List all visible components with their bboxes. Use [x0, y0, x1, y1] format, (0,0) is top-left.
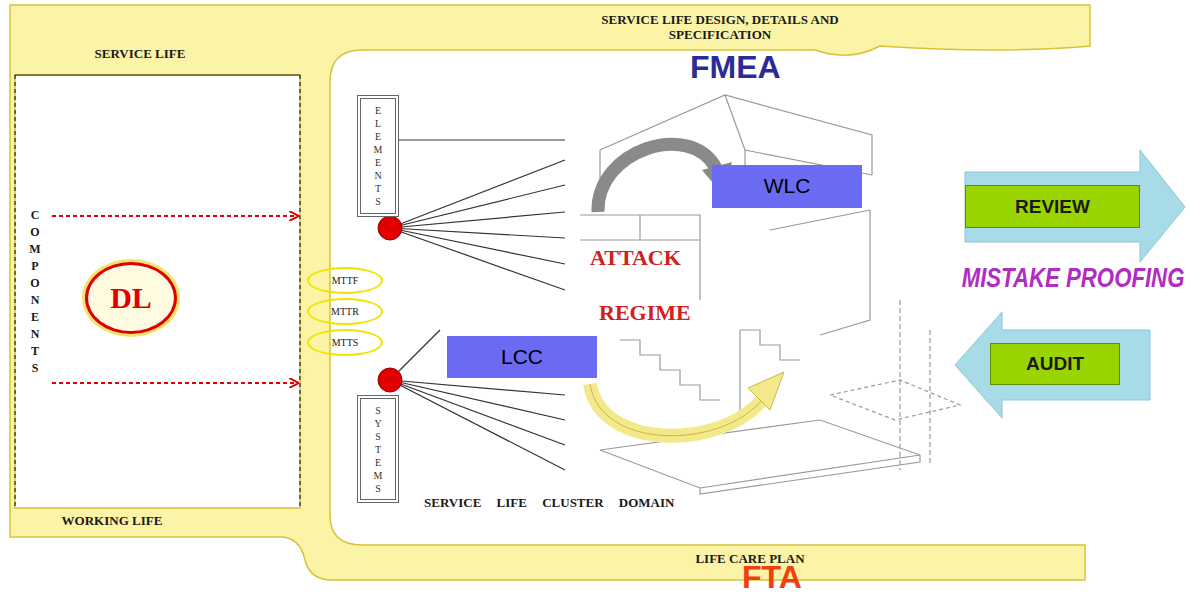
red-label: ATTACK — [588, 246, 683, 270]
node-text: MTTR — [331, 306, 359, 318]
node-text: WORKING LIFE — [62, 514, 163, 529]
dashed-border — [299, 75, 300, 508]
node-text: DL — [110, 281, 152, 316]
leader-line — [390, 380, 565, 445]
node-text: LCC — [501, 345, 543, 369]
node-text: SERVICE LIFE DESIGN, DETAILS AND SPECIFI… — [566, 13, 874, 43]
curved-arrow-edge — [590, 384, 762, 436]
band-label: SERVICE LIFE — [20, 38, 260, 70]
node-text: AUDIT — [1026, 353, 1084, 375]
dl-circle: DL — [85, 262, 177, 334]
leader-line — [390, 160, 565, 228]
leader-line — [398, 139, 565, 140]
dashed-border — [14, 75, 15, 508]
action-box: REVIEW — [965, 185, 1140, 228]
ellipse-tag: MTTR — [307, 298, 383, 325]
node-text: REVIEW — [1015, 196, 1090, 218]
curved-arrow — [590, 384, 762, 436]
junction-dot — [378, 216, 402, 240]
action-box: AUDIT — [990, 343, 1120, 385]
leader-lines — [390, 140, 565, 470]
method-title: FMEA — [690, 50, 781, 85]
domain-label: SERVICE LIFE CLUSTER DOMAIN — [422, 496, 676, 510]
process-box: WLC — [712, 165, 862, 208]
process-box: LCC — [447, 336, 597, 378]
frame-band — [10, 5, 1090, 580]
stairs — [620, 340, 720, 400]
junction-dot — [378, 368, 402, 392]
band-label: WORKING LIFE — [22, 509, 202, 533]
red-label: REGIME — [597, 301, 693, 325]
dashed-arrow — [52, 382, 298, 384]
node-text: MTTS — [332, 337, 359, 349]
leader-line — [390, 228, 565, 290]
title-banner: SERVICE LIFE DESIGN, DETAILS AND SPECIFI… — [566, 8, 874, 48]
dashed-outline — [900, 300, 930, 470]
mistake-proofing: MISTAKE PROOFING — [960, 264, 1186, 294]
method-title: FTA — [742, 560, 802, 595]
block-arrow — [955, 312, 1150, 418]
ellipse-tag: MTTF — [307, 267, 383, 294]
leader-line — [390, 380, 565, 395]
vertical-label: COMPONENTS — [29, 207, 41, 377]
vertical-box: ELEMENTS — [357, 95, 399, 217]
wall — [770, 210, 870, 335]
column-rule — [15, 75, 300, 76]
curved-arrow — [598, 144, 716, 212]
ellipse-tag: MTTS — [307, 329, 383, 356]
node-text: WLC — [764, 174, 811, 198]
wall — [580, 215, 700, 300]
floor-slab — [830, 380, 960, 420]
leader-line — [390, 380, 565, 420]
node-text: MTTF — [332, 275, 359, 287]
building-sketch — [580, 95, 960, 494]
leader-line — [390, 380, 565, 470]
arrow-head — [748, 372, 784, 410]
block-arrow — [965, 150, 1185, 262]
leader-line — [390, 212, 565, 228]
node-text: SYSTEMS — [373, 404, 383, 495]
node-text: SERVICE LIFE — [95, 47, 186, 62]
leader-line — [390, 185, 565, 228]
vertical-box: SYSTEMS — [357, 395, 399, 503]
dashed-arrow — [52, 215, 298, 217]
node-text: ELEMENTS — [373, 104, 383, 208]
